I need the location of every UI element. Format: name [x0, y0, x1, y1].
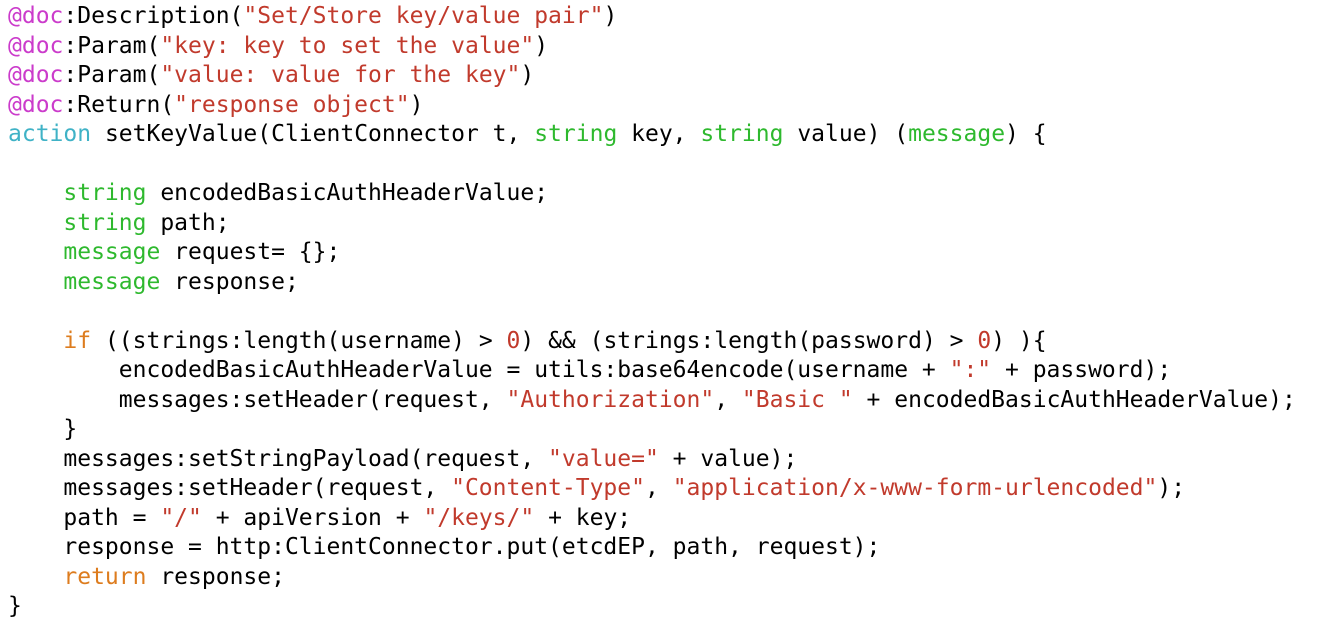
code-token-keyword: return: [63, 563, 147, 590]
code-token-number: 0: [506, 327, 521, 354]
code-line-20: return response;: [8, 563, 1342, 593]
code-line-19: response = http:ClientConnector.put(etcd…: [8, 533, 1342, 563]
code-line-11: [8, 297, 1342, 327]
code-token-string: "value: value for the key": [160, 62, 521, 88]
code-token-type: message: [63, 239, 161, 265]
code-token-plain: }: [8, 416, 78, 442]
code-line-8: string path;: [8, 209, 1342, 239]
code-token-plain: }: [8, 593, 22, 619]
code-token-plain: response;: [146, 563, 285, 590]
code-token-plain: ,: [714, 386, 742, 413]
code-token-type: string: [63, 180, 147, 206]
code-token-plain: ): [534, 32, 549, 59]
code-token-type: message: [908, 121, 1006, 147]
code-token-plain: + apiVersion +: [201, 504, 424, 531]
code-line-13: encodedBasicAuthHeaderValue = utils:base…: [8, 356, 1342, 386]
code-token-plain: value) (: [783, 121, 909, 147]
code-line-1: @doc:Description("Set/Store key/value pa…: [8, 2, 1342, 32]
code-token-plain: messages:setStringPayload(request,: [8, 445, 549, 472]
code-token-string: ":": [949, 357, 992, 383]
code-token-plain: :Param(: [63, 32, 161, 59]
code-token-plain: path =: [8, 504, 161, 531]
code-line-18: path = "/" + apiVersion + "/keys/" + key…: [8, 504, 1342, 534]
code-token-string: "/": [160, 504, 202, 531]
code-token-string: "Content-Type": [451, 475, 645, 501]
code-token-plain: :Param(: [63, 62, 161, 88]
code-token-string: "application/x-www-form-urlencoded": [672, 475, 1158, 501]
code-token-number: 0: [977, 327, 992, 354]
code-token-annotation: @doc: [8, 32, 64, 59]
code-token-plain: [8, 239, 63, 265]
code-token-type: string: [700, 121, 784, 147]
code-token-plain: + key;: [534, 504, 632, 531]
code-token-plain: + password);: [991, 357, 1172, 383]
code-token-plain: ): [520, 62, 535, 88]
code-token-plain: response = http:ClientConnector.put(etcd…: [8, 534, 881, 560]
code-token-string: "Set/Store key/value pair": [243, 3, 604, 29]
code-token-plain: [8, 564, 63, 590]
code-token-plain: + encodedBasicAuthHeaderValue);: [852, 386, 1296, 413]
code-line-9: message request= {};: [8, 238, 1342, 268]
code-line-14: messages:setHeader(request, "Authorizati…: [8, 386, 1342, 416]
code-token-plain: response;: [160, 268, 299, 295]
code-token-plain: ,: [644, 475, 673, 501]
code-token-type: string: [63, 209, 147, 236]
code-token-type: message: [63, 268, 161, 295]
code-token-plain: request= {};: [160, 239, 341, 265]
code-token-string: "value=": [548, 445, 659, 472]
code-token-string: "Authorization": [506, 386, 715, 413]
code-line-7: string encodedBasicAuthHeaderValue;: [8, 179, 1342, 209]
code-token-plain: messages:setHeader(request,: [8, 475, 452, 501]
code-line-3: @doc:Param("value: value for the key"): [8, 61, 1342, 91]
code-token-plain: :Return(: [63, 91, 175, 118]
code-token-type: string: [534, 121, 618, 147]
code-token-plain: encodedBasicAuthHeaderValue;: [146, 180, 549, 206]
code-token-plain: );: [1157, 475, 1186, 501]
code-token-string: "key: key to set the value": [160, 32, 535, 59]
code-line-21: }: [8, 592, 1342, 622]
code-token-plain: key,: [617, 121, 701, 147]
code-token-plain: ): [603, 3, 618, 29]
code-token-plain: ) ){: [991, 327, 1047, 354]
code-line-17: messages:setHeader(request, "Content-Typ…: [8, 474, 1342, 504]
code-token-string: "response object": [174, 91, 410, 118]
code-line-15: }: [8, 415, 1342, 445]
code-token-plain: :Description(: [63, 3, 244, 29]
code-token-action_keyword: action: [8, 121, 92, 147]
code-line-4: @doc:Return("response object"): [8, 91, 1342, 121]
code-line-2: @doc:Param("key: key to set the value"): [8, 32, 1342, 62]
code-token-plain: encodedBasicAuthHeaderValue = utils:base…: [8, 357, 950, 383]
code-line-6: [8, 150, 1342, 180]
code-token-plain: setKeyValue(ClientConnector t,: [91, 121, 535, 147]
code-line-16: messages:setStringPayload(request, "valu…: [8, 445, 1342, 475]
code-token-plain: [8, 210, 63, 236]
code-token-plain: ) {: [1005, 121, 1047, 147]
code-line-10: message response;: [8, 268, 1342, 298]
code-token-plain: path;: [146, 209, 230, 236]
code-token-keyword: if: [63, 327, 92, 354]
code-line-12: if ((strings:length(username) > 0) && (s…: [8, 327, 1342, 357]
code-token-plain: [8, 180, 63, 206]
code-token-plain: [8, 328, 63, 354]
code-token-plain: ) && (strings:length(password) >: [520, 327, 978, 354]
code-token-string: "/keys/": [423, 504, 535, 531]
code-token-plain: [8, 269, 63, 295]
code-token-plain: ): [409, 91, 424, 118]
code-token-annotation: @doc: [8, 91, 64, 118]
code-token-plain: messages:setHeader(request,: [8, 386, 507, 413]
code-token-plain: + value);: [658, 445, 798, 472]
code-token-plain: ((strings:length(username) >: [91, 327, 507, 354]
code-token-annotation: @doc: [8, 62, 64, 88]
code-token-annotation: @doc: [8, 3, 64, 29]
code-line-5: action setKeyValue(ClientConnector t, st…: [8, 120, 1342, 150]
code-token-string: "Basic ": [741, 386, 853, 413]
